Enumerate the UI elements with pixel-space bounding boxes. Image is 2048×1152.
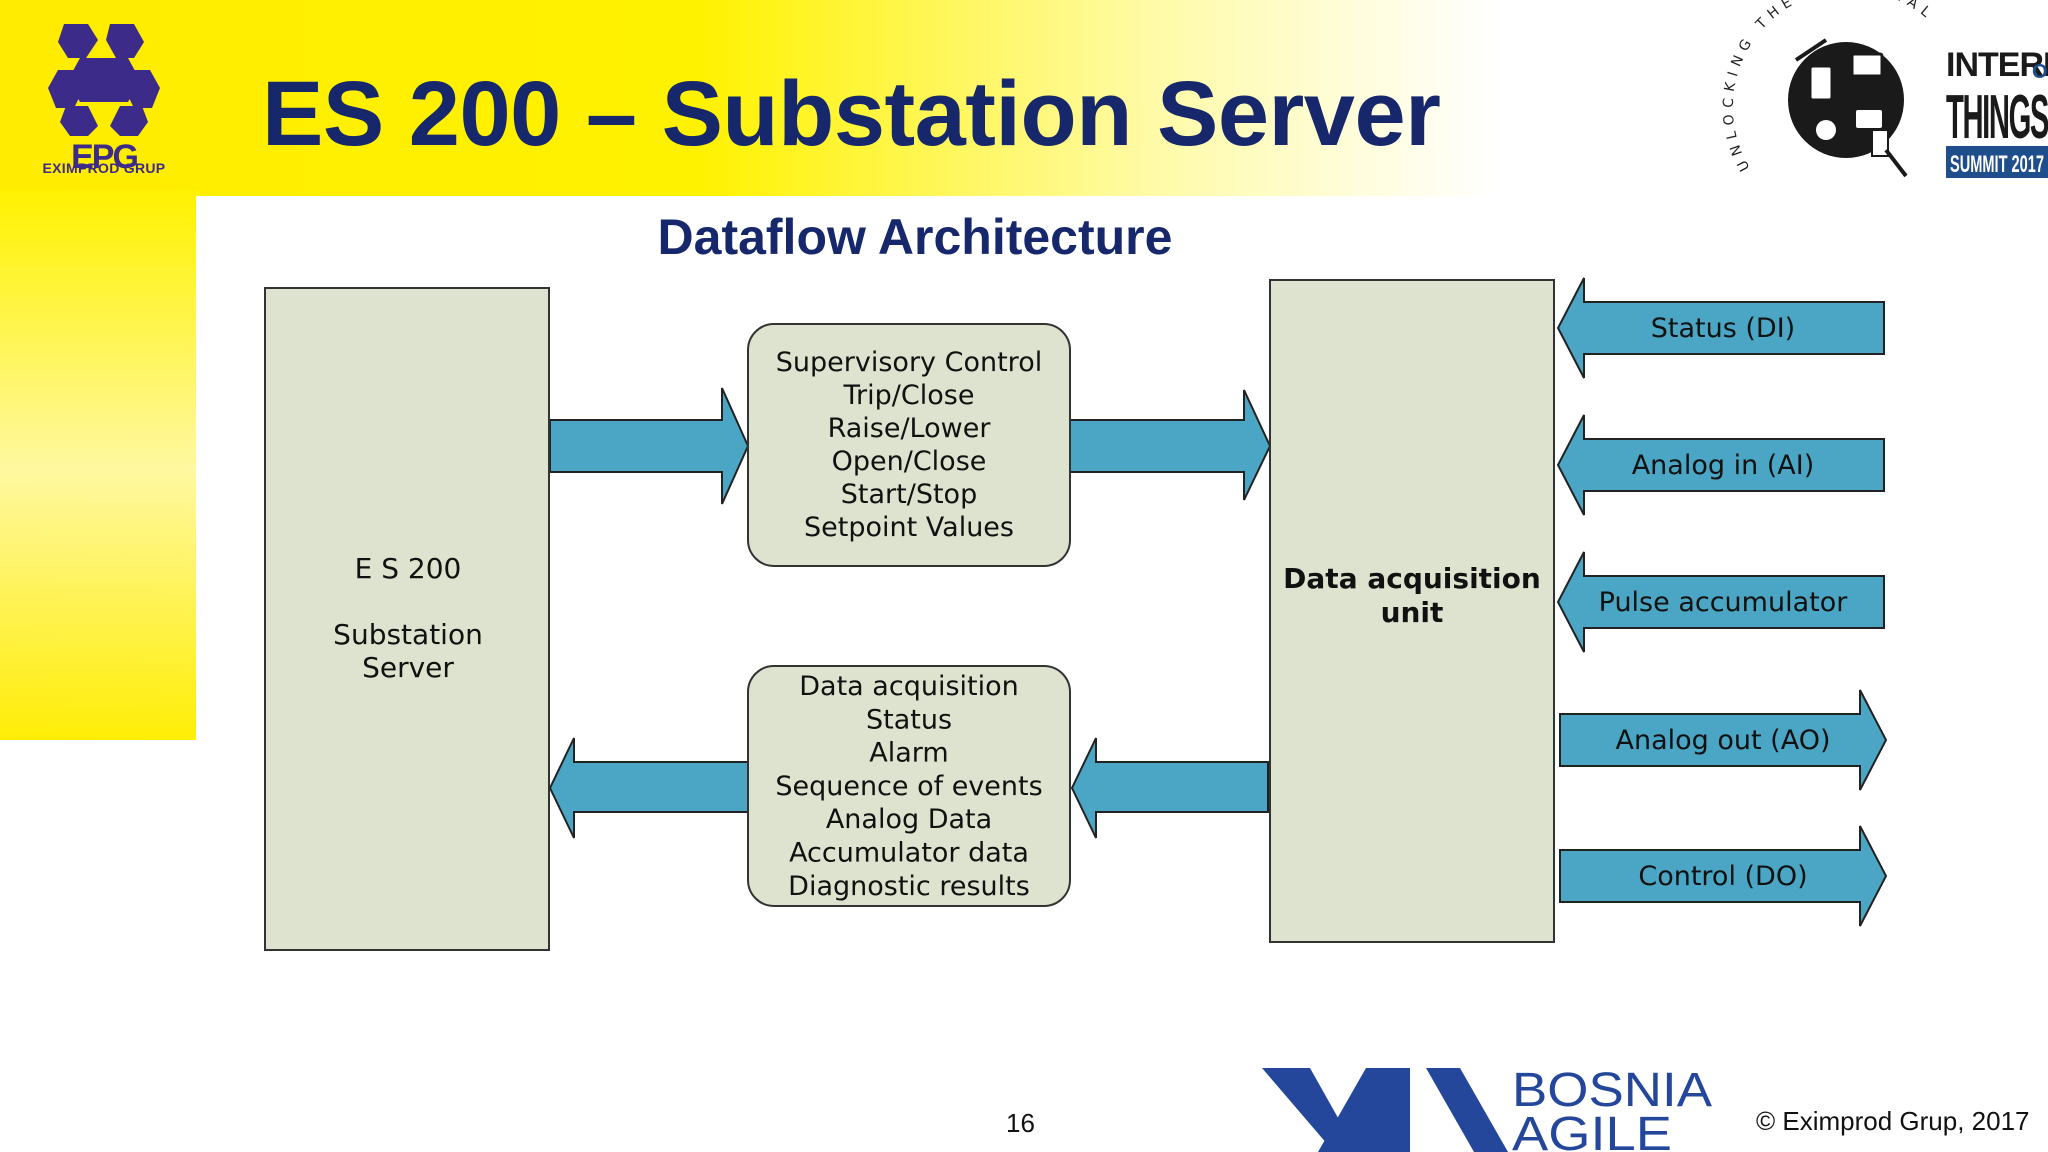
io-arrow-label: Analog out (AO) — [1616, 725, 1831, 756]
box-line: Analog Data — [826, 804, 992, 835]
arrow-acquisition-to-server — [548, 737, 749, 839]
io-arrow — [1559, 689, 1888, 791]
arrow-dau-to-acquisition — [1070, 737, 1269, 839]
server-box — [264, 287, 550, 951]
box-line: Diagnostic results — [788, 871, 1030, 902]
box-line: Status — [866, 704, 952, 735]
box-line: Setpoint Values — [804, 512, 1014, 543]
agile-text: AGILE — [1512, 1108, 1672, 1152]
iot-summit-logo: UNLOCKING THE POTENTIAL INTERNET OF THIN… — [1721, 0, 2048, 178]
io-arrows: Status (DI) Analog in (AI) Pulse accumulat… — [1556, 277, 1888, 927]
bosnia-text: BOSNIA — [1512, 1066, 1712, 1117]
supervisory-control-box — [747, 323, 1071, 567]
iot-summit-text: SUMMIT 2017 — [1950, 151, 2044, 178]
data-acquisition-box — [747, 665, 1071, 907]
arrow-control-to-dau — [1069, 389, 1272, 501]
dau-box-line1: Data acquisition — [1283, 562, 1541, 595]
control-box-lines: Supervisory ControlTrip/CloseRaise/Lower… — [776, 347, 1042, 543]
arrow-server-to-control — [549, 387, 750, 505]
io-arrow-label: Control (DO) — [1638, 861, 1807, 892]
bosnia-agile-logo: BOSNIA AGILE — [1262, 1066, 1712, 1152]
box-line: Data acquisition — [799, 671, 1018, 702]
io-arrow — [1559, 825, 1888, 927]
box-line: Open/Close — [832, 446, 987, 477]
io-arrow — [1556, 277, 1885, 379]
dau-box-line2: unit — [1381, 596, 1444, 629]
server-box-line2: Substation — [333, 618, 483, 651]
box-line: Sequence of events — [775, 771, 1042, 802]
bosnia-agile-mark-icon — [1262, 1068, 1508, 1152]
page-number: 16 — [1006, 1108, 1035, 1138]
io-arrow — [1556, 414, 1885, 516]
box-line: Alarm — [869, 738, 948, 769]
iot-gadgets-icon — [1788, 38, 1908, 178]
epg-caption: EXIMPROD GRUP — [42, 160, 166, 176]
box-line: Trip/Close — [843, 380, 975, 411]
server-box-line3: Server — [362, 651, 454, 684]
box-line: Accumulator data — [789, 838, 1029, 869]
io-arrow-label: Analog in (AI) — [1632, 450, 1815, 481]
io-arrow — [1556, 551, 1885, 653]
server-box-line1: E S 200 — [355, 552, 462, 585]
iot-of-text: OF — [2032, 61, 2048, 83]
io-arrow-label: Pulse accumulator — [1599, 587, 1849, 618]
page-title: ES 200 – Substation Server — [262, 63, 1441, 165]
svg-text:EPG: EPG — [71, 138, 137, 176]
diagram-subtitle: Dataflow Architecture — [657, 209, 1173, 265]
box-line: Raise/Lower — [828, 413, 992, 444]
yellow-side-fade — [0, 190, 200, 750]
io-arrow-label: Status (DI) — [1651, 313, 1795, 344]
iot-internet-text: INTERNET — [1946, 46, 2048, 84]
epg-logo-icon: EPG — [48, 24, 160, 176]
iot-things-text: THINGS — [1946, 83, 2048, 152]
copyright-text: © Eximprod Grup, 2017 — [1756, 1106, 2030, 1136]
data-acquisition-unit-box — [1269, 279, 1555, 943]
box-line: Supervisory Control — [776, 347, 1042, 378]
box-line: Start/Stop — [841, 479, 977, 510]
